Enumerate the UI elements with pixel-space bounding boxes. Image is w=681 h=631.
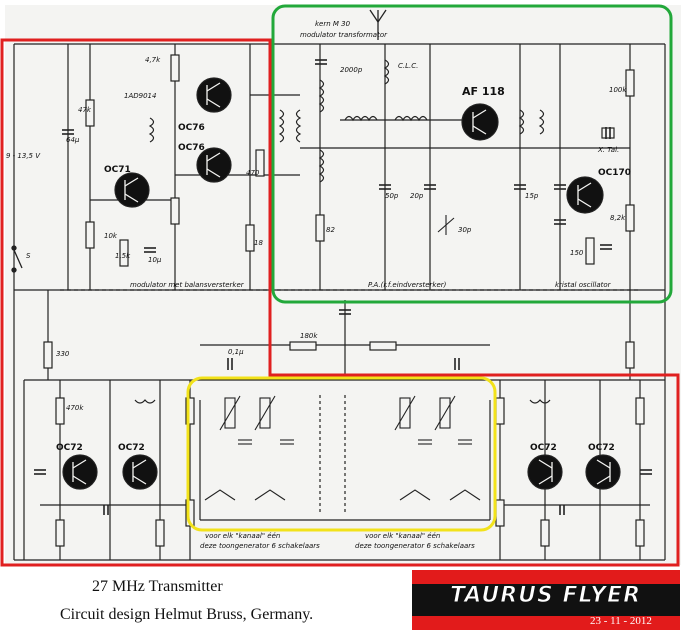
- label-bottom-right-2: deze toongenerator 6 schakelaars: [355, 542, 475, 550]
- crystal-icon: [601, 127, 615, 139]
- highlight-outlines: [0, 4, 680, 567]
- yellow-highlight-outline: [186, 376, 497, 532]
- caption-title: 27 MHz Transmitter: [92, 578, 223, 595]
- power-switch-icon: [11, 245, 23, 273]
- label-r-180k: 180k: [300, 332, 318, 340]
- capacitors: [34, 59, 652, 515]
- label-r-1k5: 1,5k: [115, 252, 131, 260]
- label-af118: AF 118: [462, 85, 505, 98]
- label-pa: P.A.(r.f.eindversterker): [368, 281, 447, 289]
- label-mod-transformer: modulator transformator: [300, 31, 388, 39]
- label-kristal: kristal oscillator: [555, 281, 612, 289]
- paper-background: [5, 5, 681, 565]
- label-oc71: OC71: [104, 165, 131, 175]
- brand-name: TAURUS FLYER: [449, 583, 642, 609]
- label-c-0u1: 0,1μ: [228, 348, 244, 356]
- label-c-2000p: 2000p: [340, 66, 363, 74]
- label-oc72-r1: OC72: [530, 443, 557, 453]
- label-c-50p: 50p: [385, 192, 399, 200]
- green-highlight-outline: [271, 4, 673, 304]
- antenna-icon: [369, 9, 387, 40]
- caption-credit: Circuit design Helmut Bruss, Germany.: [60, 606, 314, 623]
- transistor-oc72-r1: [527, 454, 563, 490]
- label-r-150: 150: [570, 249, 584, 257]
- transistor-oc72-r2: [585, 454, 621, 490]
- coils: [134, 59, 551, 404]
- label-r-18: 18: [254, 239, 263, 247]
- label-battery: 9 - 13,5 V: [6, 152, 41, 160]
- label-r-100k: 100k: [609, 86, 627, 94]
- transistor-oc76-top: [196, 77, 232, 113]
- transistor-oc71: [114, 172, 150, 208]
- label-bottom-right: voor elk "kanaal" één: [365, 532, 440, 540]
- label-switch: S: [26, 252, 31, 260]
- label-bottom-left-2: deze toongenerator 6 schakelaars: [200, 542, 320, 550]
- label-r-10k: 10k: [104, 232, 118, 240]
- label-oc72-l1: OC72: [56, 443, 83, 453]
- brand-date: 23 - 11 - 2012: [590, 615, 652, 627]
- trimmer-capacitors: [204, 215, 481, 501]
- label-oc76-top: OC76: [178, 123, 205, 133]
- transistor-oc72-l1: [62, 454, 98, 490]
- label-bottom-left: voor elk "kanaal" één: [205, 532, 280, 540]
- transistor-oc170: [566, 176, 604, 214]
- label-c-10u: 10μ: [148, 256, 162, 264]
- red-highlight-outline: [0, 38, 680, 567]
- label-r-82: 82: [326, 226, 335, 234]
- transistor-oc72-l2: [122, 454, 158, 490]
- label-clc: C.L.C.: [398, 62, 418, 70]
- label-r-47k: 47k: [78, 106, 92, 114]
- label-c-20p: 20p: [410, 192, 424, 200]
- label-oc72-l2: OC72: [118, 443, 145, 453]
- transistor-oc76-bottom: [196, 147, 232, 183]
- label-r-4k7: 4,7k: [145, 56, 161, 64]
- transistor-details: [72, 82, 611, 485]
- label-kern: kern M 30: [315, 20, 351, 28]
- label-r-470k: 470k: [66, 404, 84, 412]
- transistor-af118: [461, 103, 499, 141]
- label-r-8k2: 8,2k: [610, 214, 626, 222]
- label-r-470: 470: [246, 169, 260, 177]
- label-c-15p: 15p: [525, 192, 539, 200]
- label-oc72-r2: OC72: [588, 443, 615, 453]
- taurus-flyer-logo: [412, 570, 680, 630]
- label-xtal: X. Tal.: [597, 146, 619, 154]
- label-c-64u: 64μ: [66, 136, 80, 144]
- label-c-30p: 30p: [458, 226, 472, 234]
- label-oc170: OC170: [598, 168, 631, 178]
- schematic-labels: kern M 30 modulator transformator AF 118…: [6, 20, 631, 550]
- transistors: [62, 77, 621, 490]
- label-modulator: modulator met balansversterker: [130, 281, 245, 289]
- label-ad9014: 1AD9014: [124, 92, 156, 100]
- label-oc76-bottom: OC76: [178, 143, 205, 153]
- label-r-330: 330: [56, 350, 70, 358]
